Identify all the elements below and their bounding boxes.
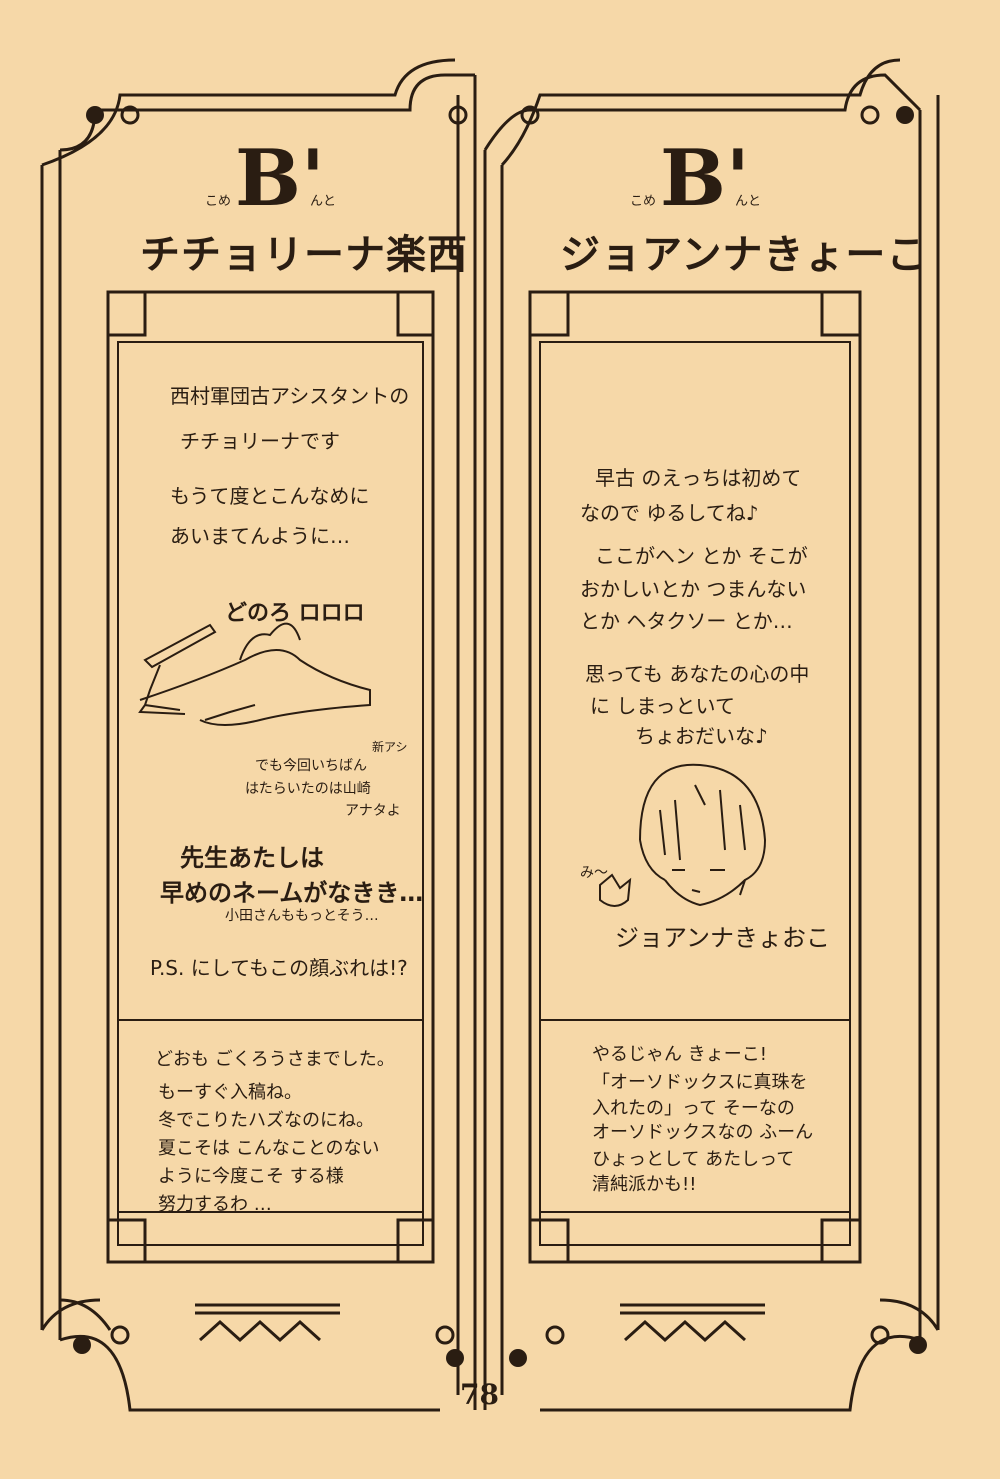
right-body-line: ここがヘン とか そこが — [595, 544, 808, 568]
left-logo-letter: B' — [235, 133, 325, 224]
left-bottom-arcs — [40, 1298, 440, 1412]
left-body-line: もうて度とこんなめに — [170, 484, 370, 508]
page-number: 78 — [460, 1378, 499, 1411]
right-body-line: 早古 のえっちは初めて — [595, 466, 802, 490]
ornament-circle — [110, 1325, 130, 1345]
left-logo-ruby-right: んと — [310, 194, 337, 209]
left-body-line: チチョリーナです — [180, 429, 340, 453]
left-box-line: 夏こそは こんなことのない — [158, 1138, 380, 1159]
left-note-box — [117, 1019, 424, 1246]
ornament-circle — [520, 105, 540, 125]
left-bottom-ornament — [195, 1303, 340, 1343]
left-outer-frame — [40, 58, 477, 1410]
right-note-box — [539, 1019, 851, 1246]
right-box-line: 入れたの」って そーなの — [592, 1098, 795, 1119]
right-box-line: 「オーソドックスに真珠を — [592, 1072, 808, 1093]
small-line: 小田さんももっとそう… — [225, 908, 379, 924]
right-inner-frame — [528, 290, 862, 1264]
right-body-line: おかしいとか つまんない — [580, 577, 807, 601]
left-inner-frame — [106, 290, 435, 1264]
girl-face-sketch — [599, 763, 767, 907]
ornament-circle — [120, 105, 140, 125]
signature: ジョアンナきょおこ — [615, 924, 831, 952]
left-box-line: 努力するわ … — [158, 1194, 272, 1215]
right-outer-frame — [483, 58, 940, 1410]
bold-line: 早めのネームがなきき… — [160, 879, 424, 907]
left-body-line: あいまてんように… — [170, 524, 350, 548]
right-body-line: なので ゆるしてね♪ — [580, 501, 759, 525]
right-title: ジョアンナきょーこ — [560, 232, 928, 278]
right-body-line: ちょおだいな♪ — [635, 724, 768, 748]
cat-sound: み～ — [580, 865, 608, 881]
right-body-line: とか ヘタクソー とか… — [580, 609, 793, 633]
ornament-circle — [870, 1325, 890, 1345]
left-title: チチョリーナ楽西 — [140, 232, 468, 278]
right-box-line: やるじゃん きょーこ! — [592, 1044, 767, 1065]
right-box-line: 清純派かも!! — [592, 1174, 697, 1195]
left-box-line: どおも ごくろうさまでした。 — [155, 1049, 395, 1070]
right-bottom-ornament — [620, 1303, 765, 1343]
collapsed-artist-sketch — [138, 622, 371, 726]
left-logo-ruby-left: こめ — [205, 194, 232, 209]
ps-line: P.S. にしてもこの顔ぶれは!? — [150, 956, 408, 980]
side-note: アナタよ — [345, 803, 401, 819]
sound-effect: どのろ ロロロ — [225, 601, 365, 626]
right-bottom-arcs — [540, 1298, 940, 1412]
left-body-line: 西村軍団古アシスタントの — [170, 384, 410, 408]
right-body-line: 思っても あなたの心の中 — [585, 662, 810, 686]
right-body-line: に しまっといて — [590, 694, 735, 718]
bold-line: 先生あたしは — [180, 844, 324, 872]
right-box-line: ひょっとして あたしって — [592, 1149, 795, 1170]
left-inner-frame-2 — [117, 341, 424, 1213]
right-logo-letter: B' — [660, 133, 750, 224]
right-box-line: オーソドックスなの ふーん — [592, 1122, 814, 1143]
ornament-circle — [448, 105, 468, 125]
side-note: はたらいたのは山崎 — [245, 781, 371, 797]
left-inner-frame-notches — [108, 292, 433, 1262]
right-inner-frame-2 — [539, 341, 851, 1213]
left-box-line: 冬でこりたハズなのにね。 — [158, 1110, 374, 1131]
right-logo-ruby-left: こめ — [630, 194, 657, 209]
left-box-line: ように今度こそ する様 — [158, 1166, 344, 1187]
side-note-tag: 新アシ — [372, 740, 408, 754]
ornament-circle — [860, 105, 880, 125]
right-inner-frame-notches — [530, 292, 860, 1262]
ornament-circle — [545, 1325, 565, 1345]
left-box-line: もーすぐ入稿ね。 — [158, 1082, 302, 1103]
side-note: でも今回いちばん — [255, 758, 367, 774]
right-logo-ruby-right: んと — [735, 194, 762, 209]
ornament-circle — [435, 1325, 455, 1345]
